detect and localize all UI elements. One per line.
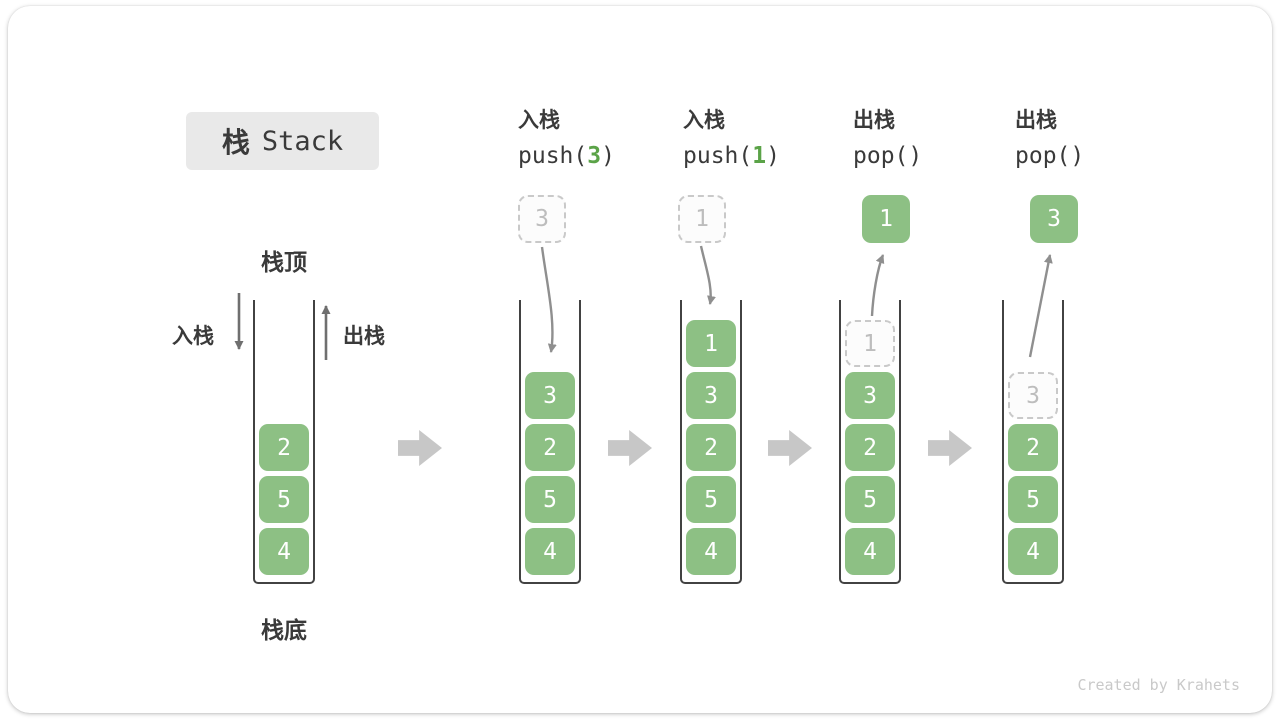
stack-bottom-label: 栈底 <box>261 617 307 643</box>
stack-box: 2 <box>1008 424 1058 471</box>
op-code-pre: push( <box>518 143 588 169</box>
op-code: push(3) <box>518 143 615 170</box>
stack-box: 5 <box>686 476 736 523</box>
op-code-post: ) <box>766 143 780 169</box>
op-header-push-3: 入栈 push(3) <box>518 108 615 170</box>
watermark: Created by Krahets <box>1077 676 1240 694</box>
stack-container: 1 3 2 5 4 <box>680 300 742 584</box>
stack-box: 1 <box>845 320 895 367</box>
push-side-label: 入栈 <box>172 325 214 348</box>
stack-box: 3 <box>525 372 575 419</box>
op-header-push-1: 入栈 push(1) <box>683 108 780 170</box>
stack-box: 2 <box>259 424 309 471</box>
stack-box: 4 <box>845 528 895 575</box>
stack-box: 5 <box>1008 476 1058 523</box>
stack-box: 3 <box>686 372 736 419</box>
op-code: pop() <box>1015 143 1084 170</box>
op-label: 入栈 <box>518 109 560 132</box>
title-badge: 栈 Stack <box>186 112 379 170</box>
stack-box: 4 <box>525 528 575 575</box>
stack-box: 5 <box>525 476 575 523</box>
stack-container: 2 5 4 <box>253 300 315 584</box>
op-code-post: ) <box>601 143 615 169</box>
op-code: push(1) <box>683 143 780 170</box>
stack-box: 4 <box>686 528 736 575</box>
stack-container: 1 3 2 5 4 <box>839 300 901 584</box>
floating-box: 3 <box>518 195 566 243</box>
stack-box: 2 <box>845 424 895 471</box>
op-label: 出栈 <box>853 109 895 132</box>
stack-box: 1 <box>686 320 736 367</box>
op-code: pop() <box>853 143 922 170</box>
stack-box: 2 <box>525 424 575 471</box>
floating-box: 1 <box>678 195 726 243</box>
op-header-pop-1: 出栈 pop() <box>853 108 922 170</box>
op-code-arg: 1 <box>752 143 767 169</box>
op-label: 出栈 <box>1015 109 1057 132</box>
title-zh: 栈 <box>221 127 250 158</box>
floating-box: 3 <box>1030 195 1078 243</box>
title-en: Stack <box>261 125 344 157</box>
stack-box: 3 <box>845 372 895 419</box>
stack-container: 3 2 5 4 <box>1002 300 1064 584</box>
pop-side-label: 出栈 <box>343 325 385 348</box>
stack-box: 5 <box>845 476 895 523</box>
op-code-pre: pop() <box>853 143 923 169</box>
op-code-pre: pop() <box>1015 143 1085 169</box>
op-header-pop-2: 出栈 pop() <box>1015 108 1084 170</box>
stack-box: 4 <box>1008 528 1058 575</box>
stack-box: 2 <box>686 424 736 471</box>
stack-top-label: 栈顶 <box>261 249 307 275</box>
stack-box: 4 <box>259 528 309 575</box>
op-label: 入栈 <box>683 109 725 132</box>
stack-container: 3 2 5 4 <box>519 300 581 584</box>
op-code-pre: push( <box>683 143 753 169</box>
stack-box: 5 <box>259 476 309 523</box>
floating-box: 1 <box>862 195 910 243</box>
stack-box: 3 <box>1008 372 1058 419</box>
op-code-arg: 3 <box>587 143 602 169</box>
